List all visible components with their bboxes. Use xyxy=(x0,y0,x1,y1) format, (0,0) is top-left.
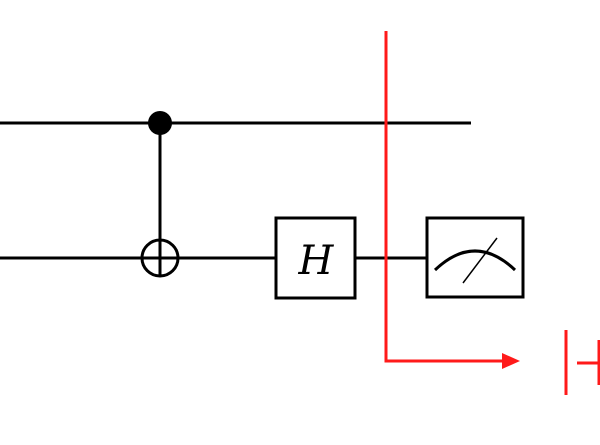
hadamard-gate: H xyxy=(274,216,357,300)
hadamard-gate-label: H xyxy=(298,238,335,284)
cnot-gate xyxy=(140,111,180,278)
measurement-meter-needle xyxy=(462,237,498,284)
red-arrowhead xyxy=(502,353,520,369)
cnot-control-dot xyxy=(148,111,172,135)
hadamard-gate-box xyxy=(274,216,357,300)
red-partial-symbol xyxy=(564,330,600,395)
red-annotation-path xyxy=(384,31,507,363)
measurement-gate-box xyxy=(425,216,525,299)
measurement-meter-arc xyxy=(433,249,517,272)
red-annotation-arrow xyxy=(384,31,520,369)
measurement-gate xyxy=(425,216,525,299)
